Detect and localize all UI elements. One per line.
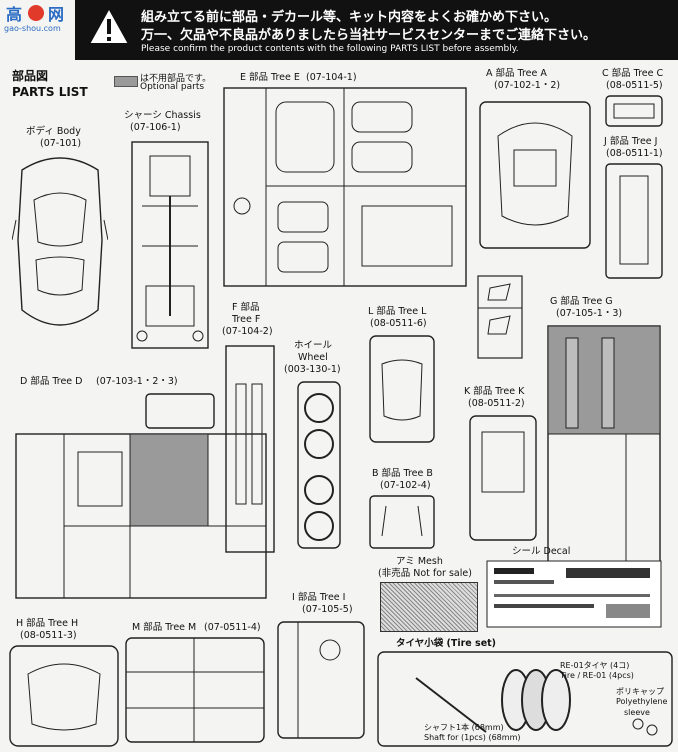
tree-h-code: (08-0511-3) [20,630,77,641]
tree-m-drawing [125,637,265,743]
tree-g-drawing [547,325,661,571]
tree-k-label: K 部品 Tree K [464,386,525,397]
tree-d-code: (07-103-1・2・3) [96,376,178,387]
warning-line-2: 万一、欠品や不良品がありましたら当社サービスセンターまでご連絡下さい。 [141,28,597,43]
tree-g-label: G 部品 Tree G [550,296,613,307]
tree-i-label: I 部品 Tree I [292,592,346,603]
tree-l-drawing [369,335,435,443]
tree-f-drawing [225,345,275,553]
tree-d-label: D 部品 Tree D [20,376,83,387]
tree-a-drawing [479,101,591,249]
warning-banner: 組み立てる前に部品・デカール等、キット内容をよくお確かめ下さい。 万一、欠品や不… [75,0,678,60]
legend-jp: は不用部品です。 [140,74,212,84]
tree-c-parts-drawing [477,275,523,359]
tree-l-label: L 部品 Tree L [368,306,427,317]
svg-text:高: 高 [6,5,22,24]
tree-e-label: E 部品 Tree E [240,72,300,83]
chassis-drawing [131,141,209,349]
wheel-drawing [297,381,341,549]
decal-sheet [486,560,662,628]
tree-c-drawing [605,95,663,127]
logo-url: gao-shou.com [4,24,61,33]
tree-l-code: (08-0511-6) [370,318,427,329]
tree-j-code: (08-0511-1) [606,148,663,159]
chassis-code: (07-106-1) [130,122,181,133]
shaft-jp: シャフト1本 (68mm) [424,723,504,732]
mesh-label: アミ Mesh [396,556,443,567]
wheel-code: (003-130-1) [284,364,341,375]
svg-text:网: 网 [48,5,64,24]
tree-h-drawing [9,645,119,747]
tree-b-drawing [369,495,435,549]
tree-i-drawing [277,621,365,739]
tree-a-code: (07-102-1・2) [494,80,561,91]
tree-k-code: (08-0511-2) [468,398,525,409]
tree-g-code: (07-105-1・3) [556,308,623,319]
warning-icon [87,6,131,45]
warning-line-3: Please confirm the product contents with… [141,44,519,54]
polycap-jp: ポリキャップ [616,687,664,696]
tree-k-drawing [469,415,537,541]
body-drawing [12,157,108,326]
tree-b-label: B 部品 Tree B [372,468,433,479]
tire-set-label: タイヤ小袋 (Tire set) [396,638,497,649]
decal-label: シール Decal [512,546,571,557]
mesh-note: (非売品 Not for sale) [378,568,472,579]
polycap-en1: Polyethylene [616,697,668,706]
parts-list-en: PARTS LIST [12,85,88,99]
tree-j-label: J 部品 Tree J [604,136,658,147]
tree-i-code: (07-105-5) [302,604,353,615]
tree-d-drawing [15,393,267,599]
body-code: (07-101) [40,138,82,149]
optional-swatch [114,76,138,87]
tree-c-label: C 部品 Tree C [602,68,664,79]
chassis-label: シャーシ Chassis [124,110,201,121]
tree-b-code: (07-102-4) [380,480,431,491]
tree-f-label: F 部品 [232,302,260,313]
legend-en: Optional parts [140,82,205,92]
tire-set-bag [377,651,673,747]
tree-m-label: M 部品 Tree M [132,622,197,633]
tree-c-code: (08-0511-5) [606,80,663,91]
tire-jp: RE-01タイヤ (4コ) [560,661,630,670]
tree-e-code: (07-104-1) [306,72,357,83]
body-label: ボディ Body [26,126,81,137]
site-logo: 高 网 [2,0,74,36]
tire-en: Tire / RE-01 (4pcs) [560,671,634,680]
wheel-label: ホイール [294,340,333,351]
tree-f-code: (07-104-2) [222,326,273,337]
tree-m-code: (07-0511-4) [204,622,261,633]
tree-j-drawing [605,163,663,279]
warning-line-1: 組み立てる前に部品・デカール等、キット内容をよくお確かめ下さい。 [141,10,558,25]
parts-list-jp: 部品図 [12,69,49,83]
tree-e-drawing [223,87,467,287]
tree-h-label: H 部品 Tree H [16,618,79,629]
tree-a-label: A 部品 Tree A [486,68,547,79]
shaft-en: Shaft for (1pcs) (68mm) [424,733,521,742]
polycap-en2: sleeve [624,708,650,717]
tree-f-name2: Tree F [232,314,261,325]
wheel-name2: Wheel [298,352,328,363]
mesh-sheet [380,582,478,632]
